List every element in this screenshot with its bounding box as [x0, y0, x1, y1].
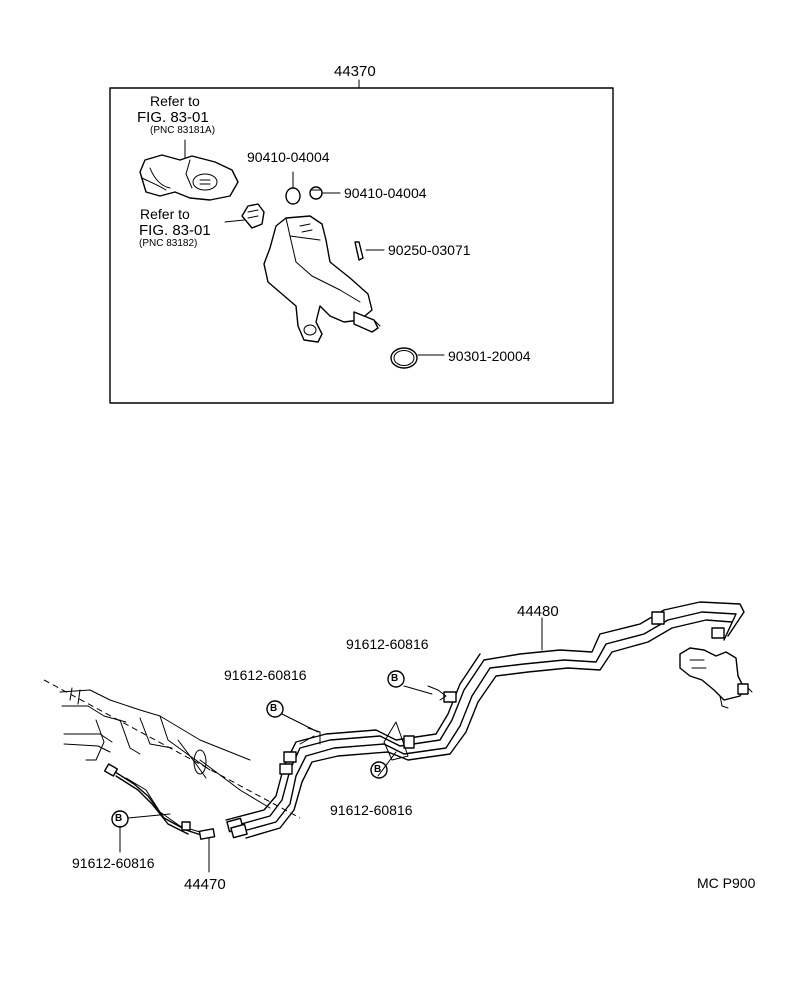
ref-lower-line2: FIG. 83-01	[139, 222, 211, 239]
sensor-body	[263, 215, 381, 343]
assembly-box	[109, 79, 614, 404]
cap-right	[309, 186, 341, 200]
steering-gear	[43, 679, 301, 819]
tube-44480	[225, 601, 745, 839]
bolt-marker-top-letter: B	[391, 673, 399, 684]
part-bolt-left: 91612-60816	[72, 855, 155, 871]
catalog-code: MC P900	[697, 875, 756, 891]
pin	[354, 241, 385, 261]
part-bolt-top: 91612-60816	[346, 636, 429, 652]
bolt-marker-mid	[266, 700, 284, 718]
bolt-marker-left	[111, 810, 129, 828]
bolt-marker-left-letter: B	[115, 813, 123, 824]
tube-44470	[103, 763, 216, 873]
part-oring: 90301-20004	[448, 348, 531, 364]
bolt-marker-top	[387, 670, 405, 688]
connector-lower	[224, 203, 265, 229]
ref-lower-line3: (PNC 83182)	[139, 238, 198, 249]
bolt-marker-mid-letter: B	[270, 703, 278, 714]
part-bolt-right: 91612-60816	[330, 802, 413, 818]
ref-upper-line3: (PNC 83181A)	[150, 125, 216, 136]
part-cap-a: 90410-04004	[247, 149, 330, 165]
o-ring	[390, 347, 445, 369]
ref-lower-line1: Refer to	[140, 206, 190, 222]
part-bolt-mid: 91612-60816	[224, 667, 307, 683]
ref-upper-line1: Refer to	[150, 93, 200, 109]
bolt-marker-right	[370, 761, 388, 779]
ref-upper-line2: FIG. 83-01	[137, 109, 209, 126]
connector-housing-upper	[139, 139, 239, 201]
bolt-leaders	[119, 685, 433, 853]
bolt-marker-right-letter: B	[374, 764, 382, 775]
part-cap-b: 90410-04004	[344, 185, 427, 201]
part-tube-gear: 44470	[184, 876, 226, 893]
part-tube-main: 44480	[517, 603, 559, 620]
part-pin: 90250-03071	[388, 242, 471, 258]
cap-left	[285, 171, 301, 205]
assembly-number: 44370	[334, 63, 376, 80]
control-valve	[679, 647, 753, 709]
